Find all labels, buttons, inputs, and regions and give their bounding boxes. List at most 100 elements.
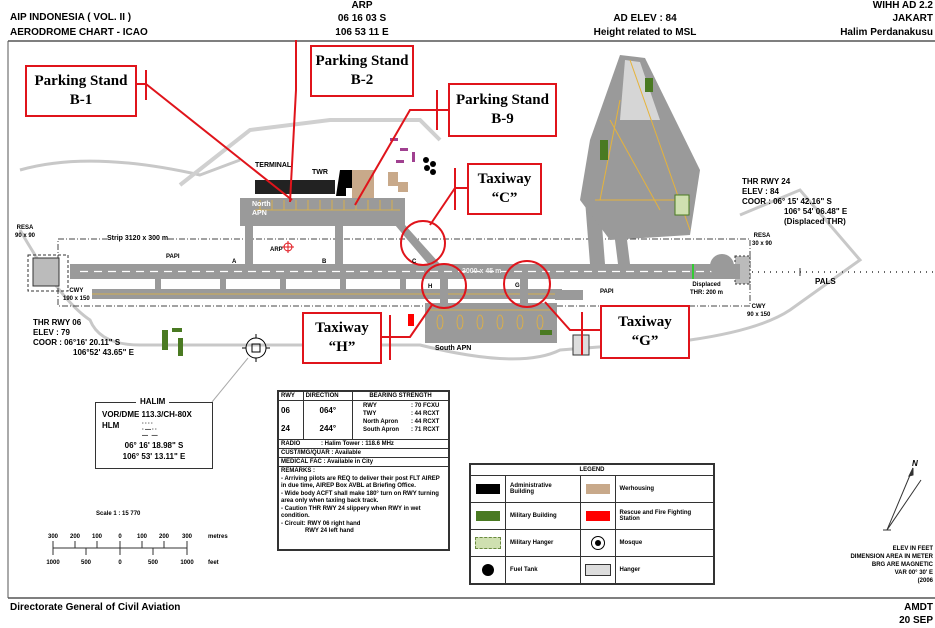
vor-frequency: VOR/DME 113.3/CH-80X <box>102 410 192 419</box>
legend-label: Military Building <box>505 502 581 530</box>
twy-b-label: B <box>322 259 327 265</box>
legend-title: LEGEND <box>470 464 714 476</box>
papi-east: PAPI <box>600 289 614 295</box>
scale-tick: 200 <box>158 534 170 540</box>
doc-id: WIHH AD 2.2 <box>872 0 933 11</box>
medical-row: MEDICAL FAC : Available in City <box>278 457 449 467</box>
strength-row: RWY: 70 FCXU <box>362 403 440 409</box>
south-apron-label: South APN <box>435 345 472 352</box>
strip-label: Strip 3120 x 300 m <box>107 233 169 245</box>
south-apron-stands <box>430 309 550 330</box>
scale-tick: 200 <box>69 534 81 540</box>
footer-date: 20 SEP <box>899 615 933 626</box>
twy-a-label: A <box>232 259 237 265</box>
runway-strip <box>57 238 751 307</box>
ad-elev: AD ELEV : 84 <box>613 13 677 24</box>
warehouse-2 <box>388 172 398 186</box>
scale-tick: 0 <box>118 560 122 566</box>
fire-station <box>408 314 414 326</box>
col-direction: DIRECTION <box>302 391 353 401</box>
arp-symbol <box>282 241 294 253</box>
col-bearing-strength: BEARING STRENGTH <box>351 391 450 401</box>
resa-west <box>27 254 69 292</box>
south-taxiway <box>555 290 583 300</box>
cust-row: CUST/IMG/QUAR : Available <box>278 448 449 458</box>
vor-leader <box>211 357 249 403</box>
vor-lon: 106° 53' 13.11" E <box>122 452 186 461</box>
vor-dme-info: HALIM VOR/DME 113.3/CH-80X HLM ·····—··—… <box>95 397 213 469</box>
vor-lat: 06° 16' 18.98" S <box>124 441 184 450</box>
arp-label: ARP <box>351 0 373 11</box>
tower-building <box>336 170 360 196</box>
hangar-swatch <box>584 564 611 576</box>
scale-tick: 100 <box>136 534 148 540</box>
fuel-tanks <box>423 157 436 175</box>
terminal-label: TERMINAL <box>255 162 292 169</box>
legend-label: Fuel Tank <box>505 556 581 584</box>
callout-taxiway-h: Taxiway“H” <box>302 312 382 364</box>
scale-unit-feet: feet <box>208 560 219 566</box>
landside-road <box>178 118 442 187</box>
scale-tick: 300 <box>181 534 193 540</box>
legend-label: Military Hanger <box>505 529 581 557</box>
papi-west: PAPI <box>166 254 180 260</box>
terminal-building <box>255 180 335 194</box>
warehouse <box>352 170 374 198</box>
remarks-title: REMARKS : <box>281 468 315 474</box>
rwy-24: 24 <box>281 424 290 433</box>
scale-tick: 500 <box>147 560 159 566</box>
remark: - Caution THR RWY 24 slippery when RWY i… <box>281 505 421 520</box>
military-hangar-swatch <box>475 537 501 549</box>
remark: - Circuit: RWY 06 right hand <box>281 520 361 527</box>
warehouse-swatch <box>585 484 610 494</box>
city: JAKART <box>892 13 933 24</box>
vor-ident: HLM <box>102 421 120 430</box>
scale-tick: 500 <box>80 560 92 566</box>
footer-authority: Directorate General of Civil Aviation <box>10 602 181 613</box>
scale-tick: 300 <box>47 534 59 540</box>
mosque-icon <box>590 536 605 550</box>
legend-label: Rescue and Fire Fighting Station <box>614 502 715 530</box>
col-rwy: RWY <box>278 391 304 401</box>
runway-dimension: 3000 x 45 m <box>462 268 502 275</box>
height-note: Height related to MSL <box>593 27 697 38</box>
twy-c-label: C <box>412 259 417 265</box>
scale-tick: 100 <box>91 534 103 540</box>
military-building-swatch <box>476 511 500 521</box>
twy-g-label: G <box>515 283 520 289</box>
remark: RWY 24 left hand <box>305 528 354 534</box>
remarks: REMARKS : - Arriving pilots are REQ to d… <box>278 466 449 550</box>
dir-24: 244° <box>319 424 337 433</box>
rwy-06: 06 <box>281 406 290 415</box>
aerodrome-name: Halim Perdanakusu <box>840 27 933 38</box>
legend-label: Administrative Building <box>505 475 581 503</box>
twy-h-label: H <box>428 284 433 290</box>
perimeter-road <box>18 158 863 361</box>
scale-tick: 1000 <box>46 560 60 566</box>
callout-taxiway-c: Taxiway“C” <box>467 163 542 215</box>
tower-label: TWR <box>312 169 328 176</box>
dir-06: 064° <box>319 406 337 415</box>
military-apron-complex <box>580 55 700 240</box>
military-building-south <box>540 330 552 335</box>
strength-row: TWY: 44 RCXT <box>362 411 440 417</box>
scale-tick: 0 <box>118 534 122 540</box>
legend: LEGEND Administrative Building Werhousin… <box>469 463 715 585</box>
remark: - Arriving pilots are REQ to deliver the… <box>281 475 440 490</box>
north-apron <box>240 198 405 226</box>
fuel-tank-icon <box>482 564 494 576</box>
header-title-2: AERODROME CHART - ICAO <box>10 27 148 38</box>
arp-lat: 06 16 03 S <box>337 13 387 24</box>
north-apron-stands <box>255 200 400 211</box>
